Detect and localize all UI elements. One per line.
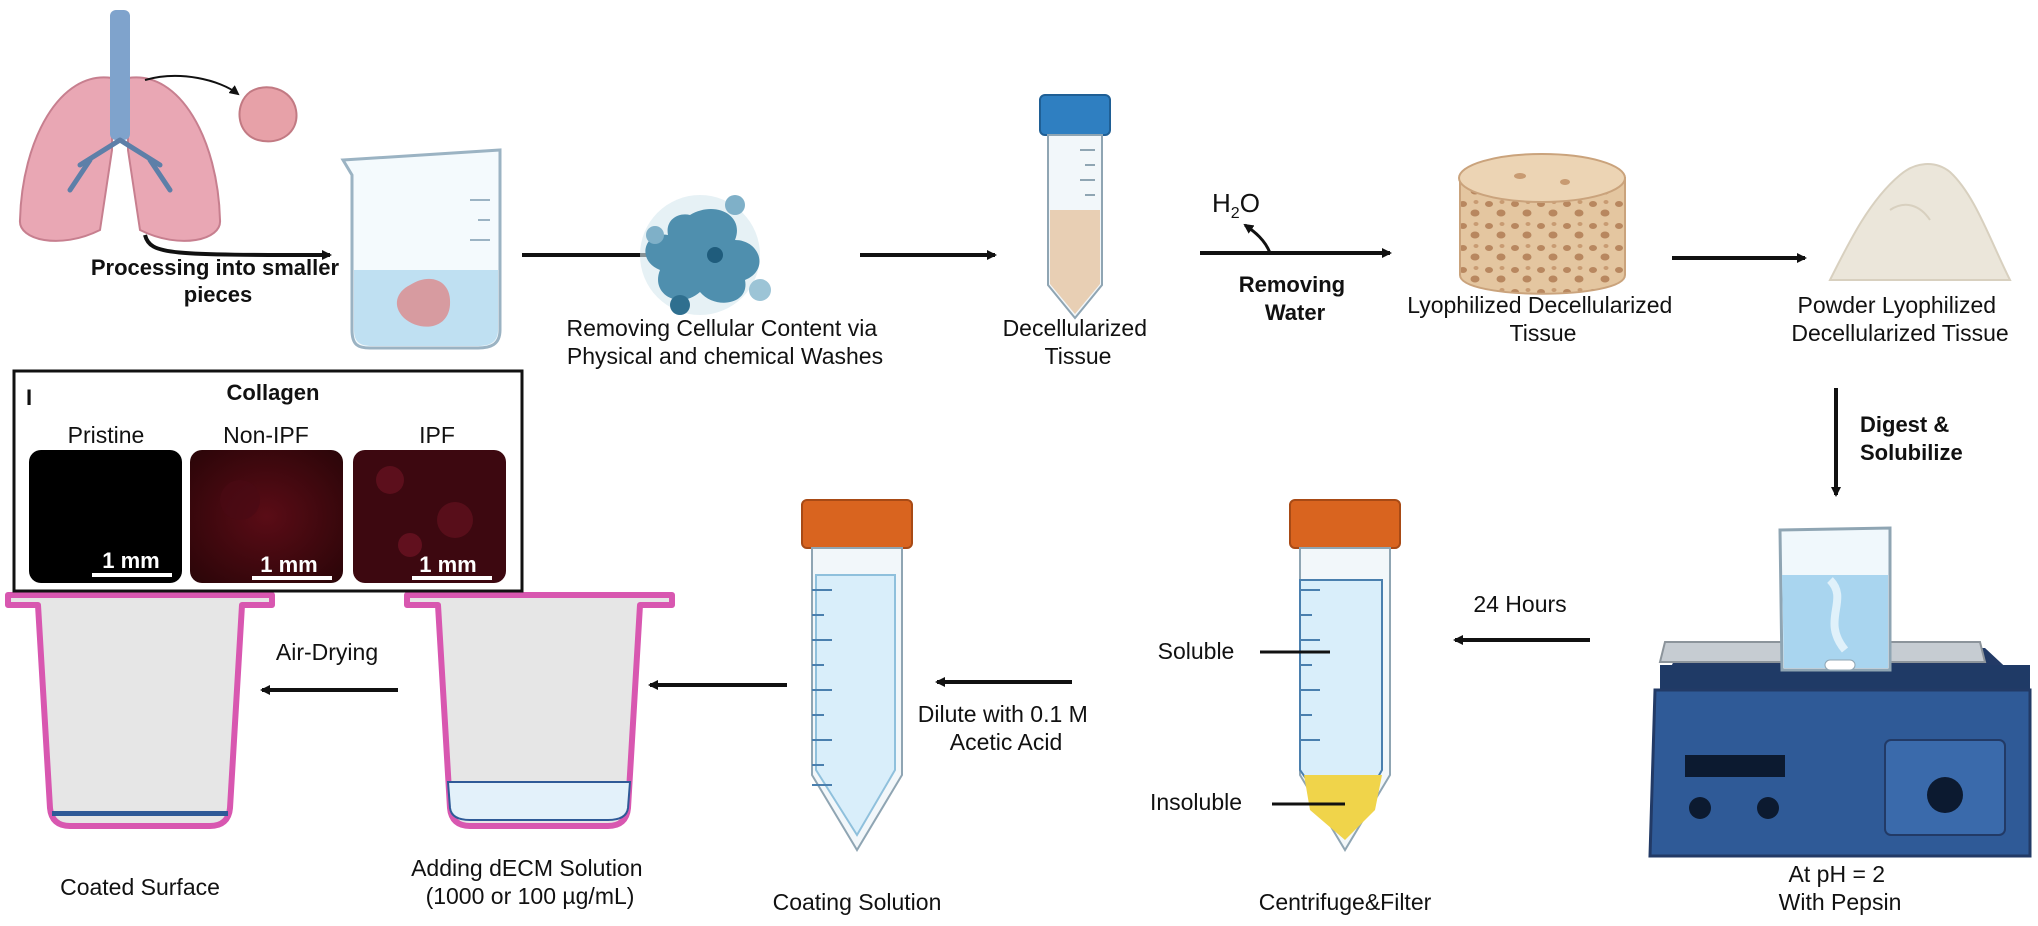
scale-label-2: 1 mm xyxy=(260,552,317,577)
coating-solution-label: Coating Solution xyxy=(773,889,942,915)
tissue-piece-icon xyxy=(238,86,298,143)
lungs-icon xyxy=(18,10,240,242)
tube-blue-cap-icon xyxy=(1039,94,1111,320)
well-adding-icon xyxy=(404,592,675,829)
digest-label: Digest & Solubilize xyxy=(1860,412,1963,465)
arrow-processing xyxy=(143,234,332,260)
air-drying-label: Air-Drying xyxy=(276,639,378,665)
magnetic-stirrer-icon xyxy=(1648,526,2032,858)
lyophilized-sponge-icon xyxy=(1458,153,1626,295)
soluble-label: Soluble xyxy=(1158,638,1235,664)
scale-label-3: 1 mm xyxy=(419,552,476,577)
column-ipf: IPF xyxy=(419,422,455,448)
beaker-icon xyxy=(340,148,502,350)
adding-label: Adding dECM Solution (1000 or 100 µg/mL) xyxy=(411,855,649,909)
removing-cellular-label: Removing Cellular Content via Physical a… xyxy=(566,315,883,369)
dilute-label: Dilute with 0.1 M Acetic Acid xyxy=(918,701,1094,755)
column-non-ipf: Non-IPF xyxy=(223,422,309,448)
insoluble-label: Insoluble xyxy=(1150,789,1242,815)
image-pristine xyxy=(29,450,182,583)
inset-title: Collagen xyxy=(227,380,320,405)
evaporation-arrow xyxy=(1243,223,1272,254)
panel-letter: I xyxy=(26,385,32,410)
powder-label: Powder Lyophilized Decellularized Tissue xyxy=(1791,292,2008,346)
hours-label: 24 Hours xyxy=(1473,591,1566,617)
powder-pile-icon xyxy=(1828,163,2012,281)
ph-label: At pH = 2 With Pepsin xyxy=(1779,861,1902,915)
cell-debris-icon xyxy=(640,195,771,315)
scale-label-1: 1 mm xyxy=(102,548,159,573)
removing-water-label: Removing Water xyxy=(1239,272,1351,325)
h2o-label: H2O xyxy=(1212,188,1260,222)
coating-tube-icon xyxy=(801,499,913,852)
processing-label: Processing into smaller pieces xyxy=(91,255,345,307)
centrifuge-label: Centrifuge&Filter xyxy=(1259,889,1432,915)
well-coated-icon xyxy=(5,592,275,829)
lyophilized-label: Lyophilized Decellularized Tissue xyxy=(1407,292,1678,346)
centrifuge-tube-icon xyxy=(1289,499,1401,852)
coated-label: Coated Surface xyxy=(60,874,220,900)
collagen-inset: I Collagen Pristine Non-IPF IPF 1 mm 1 m… xyxy=(12,369,524,593)
decellularized-label: Decellularized Tissue xyxy=(1003,315,1154,369)
image-non-ipf xyxy=(190,450,343,583)
column-pristine: Pristine xyxy=(68,422,145,448)
